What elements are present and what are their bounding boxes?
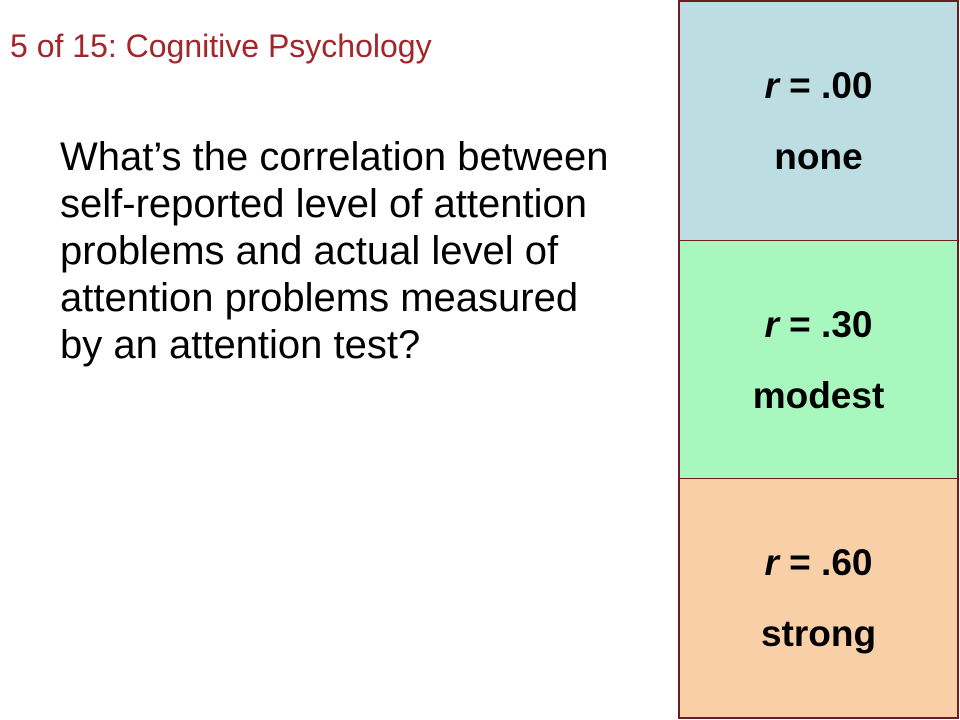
answer-correlation-value: r = .30: [764, 306, 872, 343]
answer-option-none[interactable]: r = .00 none: [680, 2, 957, 240]
answer-label: strong: [760, 613, 877, 655]
r-value: = .30: [778, 303, 873, 345]
slide-header: 5 of 15: Cognitive Psychology: [10, 28, 432, 64]
answer-option-strong[interactable]: r = .60 strong: [680, 478, 957, 718]
answer-correlation-value: r = .60: [764, 544, 872, 581]
r-symbol: r: [764, 303, 779, 345]
answer-option-modest[interactable]: r = .30 modest: [680, 239, 957, 479]
r-symbol: r: [764, 542, 779, 584]
answer-correlation-value: r = .00: [764, 67, 872, 104]
r-value: = .00: [778, 64, 873, 106]
r-symbol: r: [764, 64, 779, 106]
answer-options: r = .00 none r = .30 modest r = .60 stro…: [678, 0, 959, 719]
question-text: What’s the correlation between self-repo…: [60, 135, 609, 367]
r-value: = .60: [778, 542, 873, 584]
answer-label: none: [774, 135, 863, 177]
answer-label: modest: [752, 374, 885, 416]
